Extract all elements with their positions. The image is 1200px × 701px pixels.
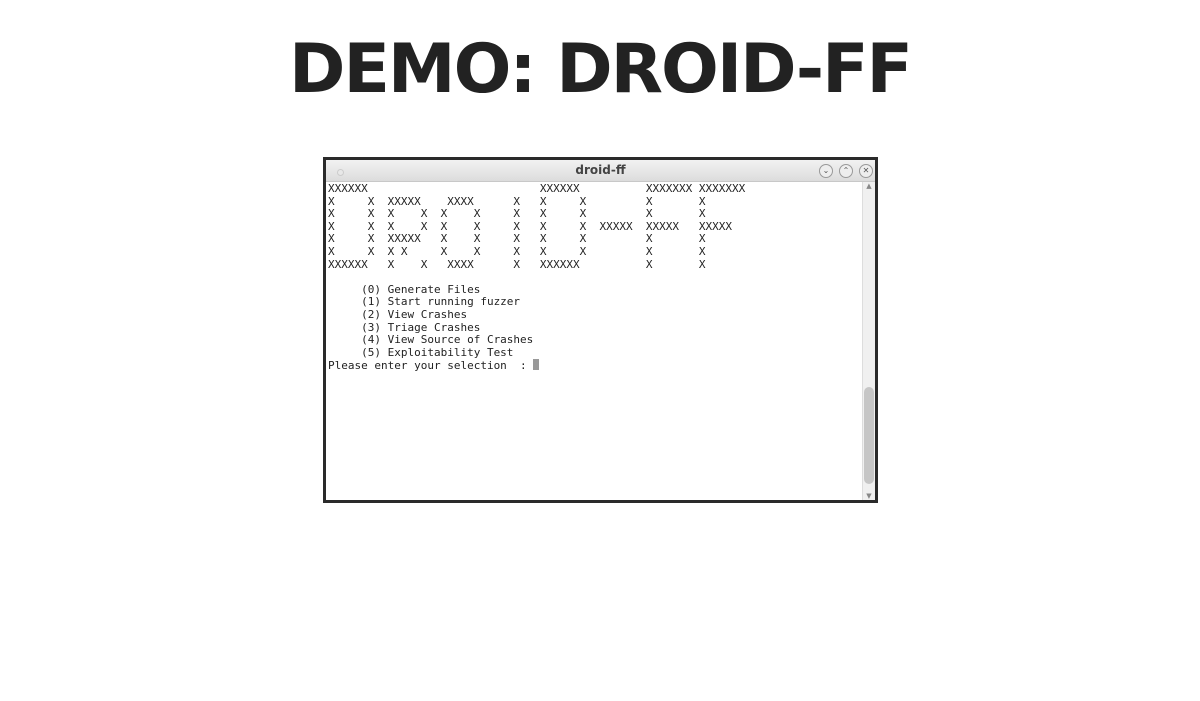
page-title: DEMO: DROID-FF [289,30,913,109]
menu-option: (3) Triage Crashes [328,320,481,334]
scrollbar[interactable]: ▲ ▼ [862,182,875,500]
banner-line: XXXXXX XXXXXX XXXXXXX XXXXXXX [328,183,746,195]
terminal-window: droid-ff ⌄ ⌃ ✕ XXXXXX XXXXXX XXXXXXX XXX… [323,157,878,503]
prompt-text: Please enter your selection : [328,359,534,373]
scroll-down-icon[interactable]: ▼ [866,492,872,500]
chevron-down-icon[interactable]: ⌄ [819,164,833,178]
window-menu-icon[interactable] [337,169,344,176]
menu-option: (1) Start running fuzzer [328,295,521,309]
banner-line: X X X X X X X X X X X [328,207,706,221]
chevron-up-icon[interactable]: ⌃ [839,164,853,178]
banner-line: XXXXXX X X XXXX X XXXXXX X X [328,257,706,271]
scroll-up-icon[interactable]: ▲ [866,182,872,190]
menu-option: (2) View Crashes [328,307,468,321]
menu-option: (4) View Source of Crashes [328,333,534,347]
banner-line: X X XXXXX XXXX X X X X X [328,194,706,208]
banner-line: X X XXXXX X X X X X X X [328,232,706,246]
prompt-line[interactable]: Please enter your selection : [328,359,862,373]
banner-line: X X X X X X X X X X X [328,244,706,258]
menu-option: (0) Generate Files [328,282,481,296]
cursor [533,359,540,371]
menu-option: (5) Exploitability Test [328,345,514,359]
close-icon[interactable]: ✕ [859,164,873,178]
window-title: droid-ff [575,163,626,177]
banner-line: X X X X X X X X X XXXXX XXXXX XXXXX [328,219,732,233]
scrollbar-thumb[interactable] [864,387,874,484]
window-titlebar[interactable]: droid-ff ⌄ ⌃ ✕ [326,160,875,182]
